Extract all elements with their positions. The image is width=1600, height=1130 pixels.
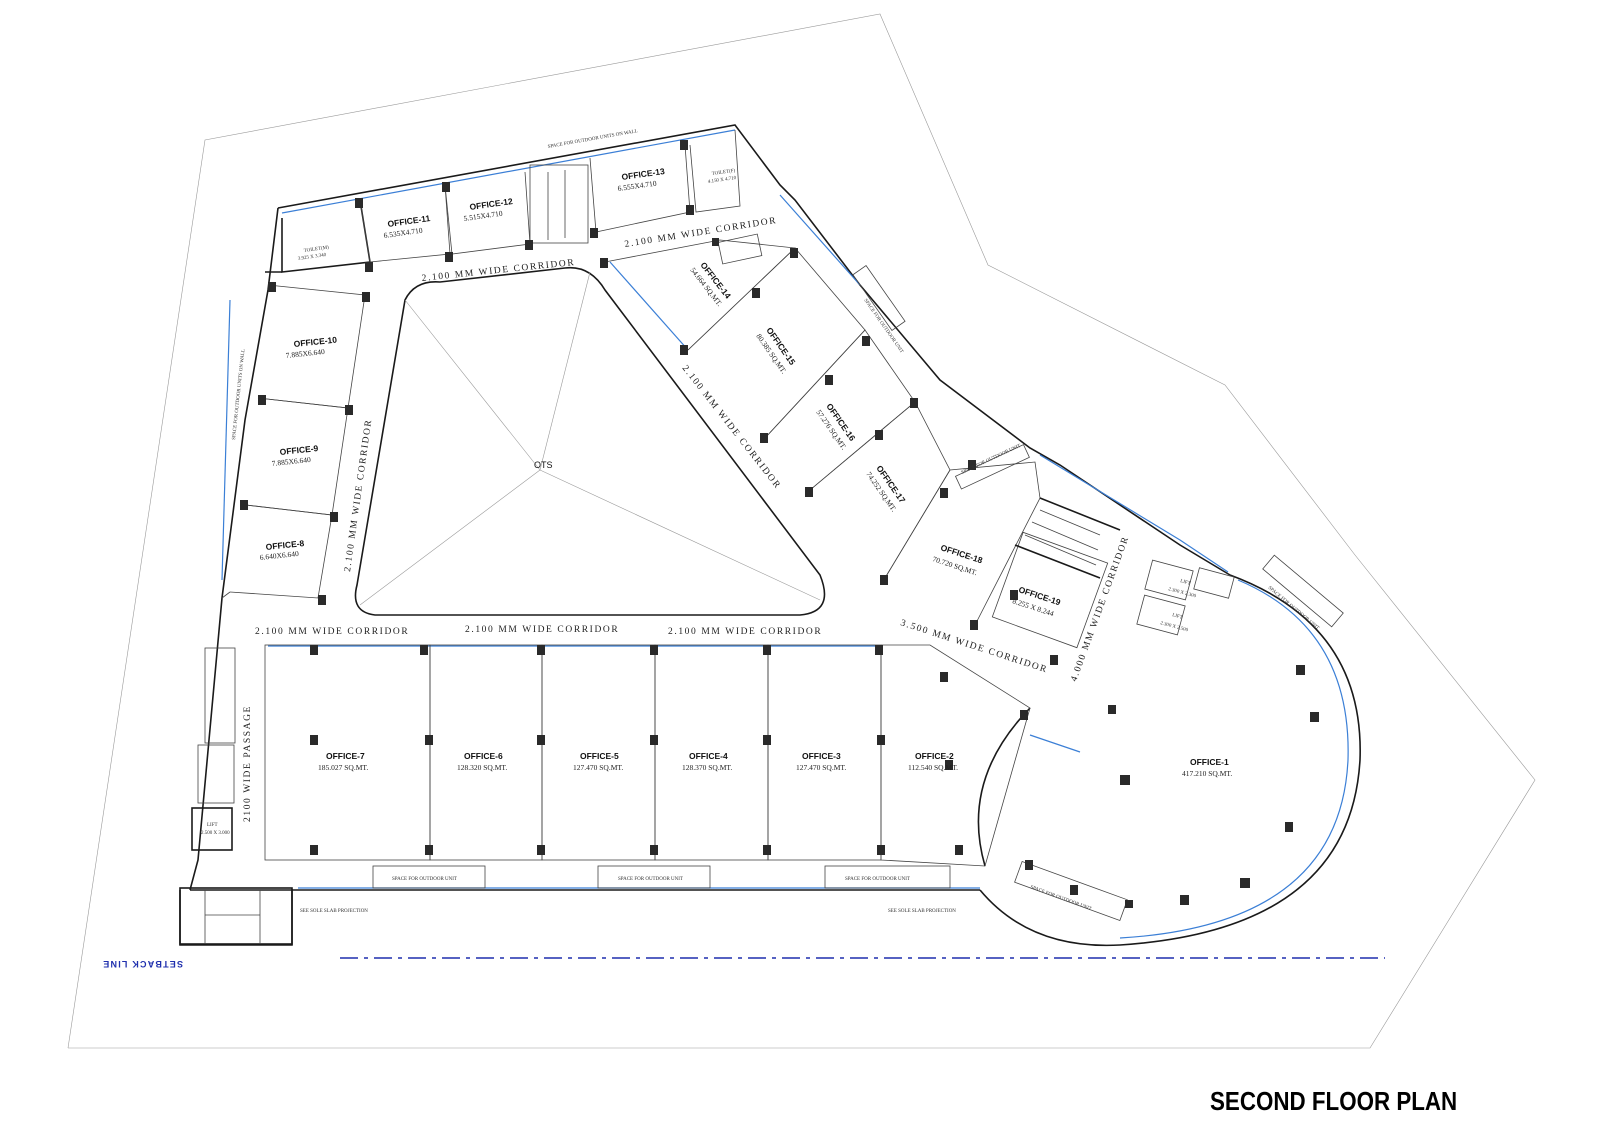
office-5-area: 127.470 SQ.MT. [573, 763, 623, 772]
building-outline [179, 124, 1361, 947]
office-3-area: 127.470 SQ.MT. [796, 763, 846, 772]
office-4-area: 128.370 SQ.MT. [682, 763, 732, 772]
corridor-label-4000: 4.000 MM WIDE CORRIDOR [1069, 535, 1131, 683]
toilet-f-dim: 4.150 X 4.710 [708, 176, 738, 185]
office-6-name: OFFICE-6 [464, 751, 503, 761]
office-7-name: OFFICE-7 [326, 751, 365, 761]
ots-void [354, 266, 826, 616]
office-1-name: OFFICE-1 [1190, 757, 1229, 767]
outdoor-units-top-label: SPACE FOR OUTDOOR UNITS ON WALL [547, 129, 638, 150]
office-8-area: 6.640X6.640 [259, 549, 299, 562]
office-2-area: 112.540 SQ.MT. [908, 763, 958, 772]
slab-projection-label-1: SEE SOLE SLAB PROJECTION [300, 909, 368, 914]
drawing-title: SECOND FLOOR PLAN [1210, 1086, 1458, 1116]
lift-3-dim: 2.500 X 3.000 [201, 831, 230, 836]
left-column-offices [221, 284, 366, 599]
corridor-label-mid-2: 2.100 MM WIDE CORRIDOR [465, 625, 619, 635]
ots-label: OTS [534, 460, 553, 470]
outdoor-unit-label-2: SPACE FOR OUTDOOR UNIT [618, 877, 683, 882]
setback-line-label: SETBACK LINE [102, 959, 183, 969]
outdoor-unit-label-3: SPACE FOR OUTDOOR UNIT [845, 877, 910, 882]
office-10-area: 7.885X6.640 [285, 347, 325, 360]
office-9-area: 7.885X6.640 [271, 455, 311, 468]
office-3-name: OFFICE-3 [802, 751, 841, 761]
diagonal-offices [604, 233, 951, 579]
office-10-name: OFFICE-10 [293, 334, 338, 349]
toilet-f-label: TOILET(F) [712, 169, 736, 177]
corridor-label-mid-1: 2.100 MM WIDE CORRIDOR [255, 627, 409, 637]
office-6-area: 128.320 SQ.MT. [457, 763, 507, 772]
lift-1-label: LIFT [1179, 579, 1190, 587]
toilet-m-dim: 3.925 X 3.340 [298, 253, 328, 262]
outdoor-unit-label-5: SPACE FOR OUTDOOR UNIT [1267, 586, 1320, 632]
lift-3-label: LIFT [207, 823, 218, 828]
toilet-m-label: TOILET(M) [304, 245, 330, 254]
site-boundary [67, 13, 1536, 1049]
corridor-label-diagonal: 2.100 MM WIDE CORRIDOR [680, 364, 783, 492]
outdoor-unit-label-4: SPACE FOR OUTDOOR UNIT [1029, 885, 1092, 912]
office-4-name: OFFICE-4 [689, 751, 728, 761]
corridor-label-top-left: 2.100 MM WIDE CORRIDOR [421, 258, 576, 284]
lift-1-dim: 2.300 X 2.300 [1167, 587, 1196, 599]
lift-2-label: LIFT [1171, 613, 1182, 621]
office-7-area: 185.027 SQ.MT. [318, 763, 368, 772]
passage-label: 2100 WIDE PASSAGE [243, 705, 253, 822]
slab-projection-label-2: SEE SOLE SLAB PROJECTION [888, 909, 956, 914]
office-5-name: OFFICE-5 [580, 751, 619, 761]
east-core [884, 461, 1235, 649]
top-row-offices [265, 129, 741, 273]
office-2-name: OFFICE-2 [915, 751, 954, 761]
structural-columns [240, 140, 1319, 908]
outdoor-unit-label-1: SPACE FOR OUTDOOR UNIT [392, 877, 457, 882]
bottom-row-offices [264, 265, 1344, 922]
office-8-name: OFFICE-8 [265, 538, 305, 552]
outdoor-unit-label-7: SPACE FOR OUTDOOR UNIT [961, 444, 1022, 476]
office-1-area: 417.210 SQ.MT. [1182, 769, 1232, 778]
office-12-area: 5.515X4.710 [463, 209, 503, 223]
glazing-lines [221, 129, 1349, 939]
office-9-name: OFFICE-9 [279, 443, 319, 457]
corridor-label-left-vertical: 2.100 MM WIDE CORRIDOR [343, 418, 374, 572]
corridor-label-mid-3: 2.100 MM WIDE CORRIDOR [668, 627, 822, 637]
left-services [179, 647, 293, 945]
